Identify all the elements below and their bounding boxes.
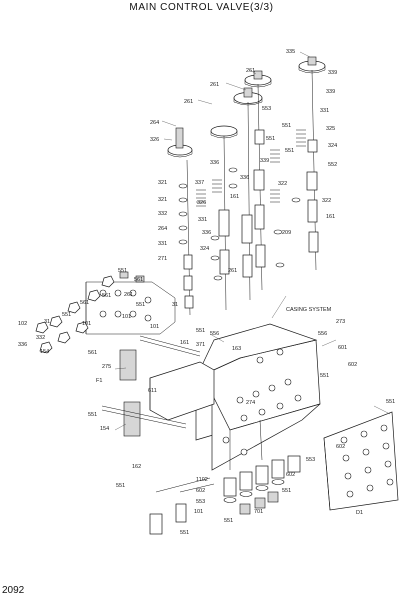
callout-labels: 335 261 339 261 339 261 553 331 264 325 … bbox=[18, 49, 395, 536]
callout-label: 701 bbox=[254, 509, 263, 515]
callout-label: 1102 bbox=[196, 477, 208, 483]
callout-label: 552 bbox=[328, 162, 337, 168]
callout-label: 553 bbox=[262, 106, 271, 112]
callout-label: 551 bbox=[386, 399, 395, 405]
callout-label: 324 bbox=[200, 246, 209, 252]
callout-label: 551 bbox=[88, 412, 97, 418]
callout-label: 602 bbox=[336, 444, 345, 450]
callout-label: 161 bbox=[326, 214, 335, 220]
callout-label: 324 bbox=[328, 143, 337, 149]
callout-label: 337 bbox=[195, 180, 204, 186]
callout-label: 561 bbox=[88, 350, 97, 356]
callout-label: 326 bbox=[150, 137, 159, 143]
main-valve-body bbox=[195, 323, 321, 471]
callout-label: 264 bbox=[150, 120, 159, 126]
callout-label: 602 bbox=[196, 488, 205, 494]
callout-label: 551 bbox=[282, 488, 291, 494]
callout-label: 261 bbox=[210, 82, 219, 88]
callout-label: 551 bbox=[266, 136, 275, 142]
callout-label: 322 bbox=[278, 181, 287, 187]
callout-label: 275 bbox=[102, 364, 111, 370]
callout-label: 101 bbox=[82, 321, 91, 327]
callout-label: 339 bbox=[260, 158, 269, 164]
callout-annotation: CASING SYSTEM bbox=[286, 307, 332, 313]
callout-label: 163 bbox=[232, 346, 241, 352]
leader-lines bbox=[114, 51, 391, 431]
callout-label: 331 bbox=[198, 217, 207, 223]
callout-label: 602 bbox=[286, 472, 295, 478]
callout-label: 162 bbox=[132, 464, 141, 470]
callout-label: 336 bbox=[210, 160, 219, 166]
callout-label: 261 bbox=[246, 68, 255, 74]
top-caps bbox=[167, 56, 326, 158]
diagram-title: MAIN CONTROL VALVE(3/3) bbox=[129, 2, 274, 13]
left-plugs bbox=[35, 271, 145, 354]
callout-label: 101 bbox=[150, 324, 159, 330]
callout-label: 322 bbox=[322, 198, 331, 204]
callout-label: 556 bbox=[210, 331, 219, 337]
callout-label: 273 bbox=[336, 319, 345, 325]
callout-label: 102 bbox=[18, 321, 27, 327]
callout-label: 331 bbox=[320, 108, 329, 114]
callout-label: 556 bbox=[318, 331, 327, 337]
callout-label: 551 bbox=[282, 123, 291, 129]
callout-label: 551 bbox=[136, 302, 145, 308]
callout-label: F1 bbox=[96, 378, 102, 384]
callout-label: 325 bbox=[326, 126, 335, 132]
callout-label: 561 bbox=[80, 300, 89, 306]
callout-label: 31 bbox=[172, 302, 178, 308]
callout-label: 321 bbox=[158, 197, 167, 203]
callout-label: 551 bbox=[285, 148, 294, 154]
callout-label: 551 bbox=[118, 268, 127, 274]
left-bolt-bracket bbox=[85, 281, 176, 335]
callout-label: 602 bbox=[348, 362, 357, 368]
callout-label: 31 bbox=[44, 319, 50, 325]
callout-label: 261 bbox=[228, 268, 237, 274]
spool-stacks bbox=[183, 69, 319, 316]
callout-label: 332 bbox=[158, 211, 167, 217]
callout-label: 264 bbox=[158, 226, 167, 232]
callout-label: 551 bbox=[320, 373, 329, 379]
bottom-fittings bbox=[149, 455, 301, 535]
right-cover-plate bbox=[323, 411, 399, 511]
callout-label: 274 bbox=[246, 400, 255, 406]
callout-label: 371 bbox=[196, 342, 205, 348]
callout-label: 335 bbox=[286, 49, 295, 55]
callout-label: 271 bbox=[158, 256, 167, 262]
callout-label: 601 bbox=[338, 345, 347, 351]
callout-label: 611 bbox=[148, 388, 157, 394]
callout-label: 161 bbox=[230, 194, 239, 200]
callout-label: 154 bbox=[100, 426, 109, 432]
callout-label: 154 bbox=[40, 349, 49, 355]
callout-label: 553 bbox=[196, 499, 205, 505]
callout-label: 332 bbox=[36, 335, 45, 341]
callout-label: 261 bbox=[124, 292, 133, 298]
callout-label: 553 bbox=[306, 457, 315, 463]
callout-label: 336 bbox=[202, 230, 211, 236]
callout-label: 551 bbox=[116, 483, 125, 489]
callout-label: 339 bbox=[326, 89, 335, 95]
callout-label: 551 bbox=[196, 328, 205, 334]
callout-label: 336 bbox=[240, 175, 249, 181]
callout-label: 101 bbox=[122, 314, 131, 320]
callout-label: D1 bbox=[356, 510, 363, 516]
callout-label: 161 bbox=[180, 340, 189, 346]
spring-washers bbox=[178, 129, 306, 281]
callout-label: 551 bbox=[180, 530, 189, 536]
callout-label: 261 bbox=[184, 99, 193, 105]
callout-label: 336 bbox=[18, 342, 27, 348]
callout-label: 561 bbox=[102, 293, 111, 299]
callout-label: 331 bbox=[158, 241, 167, 247]
page-number: 2092 bbox=[2, 585, 25, 596]
callout-label: 551 bbox=[224, 518, 233, 524]
callout-label: 561 bbox=[134, 277, 143, 283]
callout-label: 321 bbox=[158, 180, 167, 186]
callout-label: 339 bbox=[328, 70, 337, 76]
callout-label: 551 bbox=[62, 312, 71, 318]
callout-label: 209 bbox=[282, 230, 291, 236]
side-cover-block bbox=[101, 335, 215, 437]
callout-label: 101 bbox=[194, 509, 203, 515]
callout-label: 326 bbox=[197, 200, 206, 206]
